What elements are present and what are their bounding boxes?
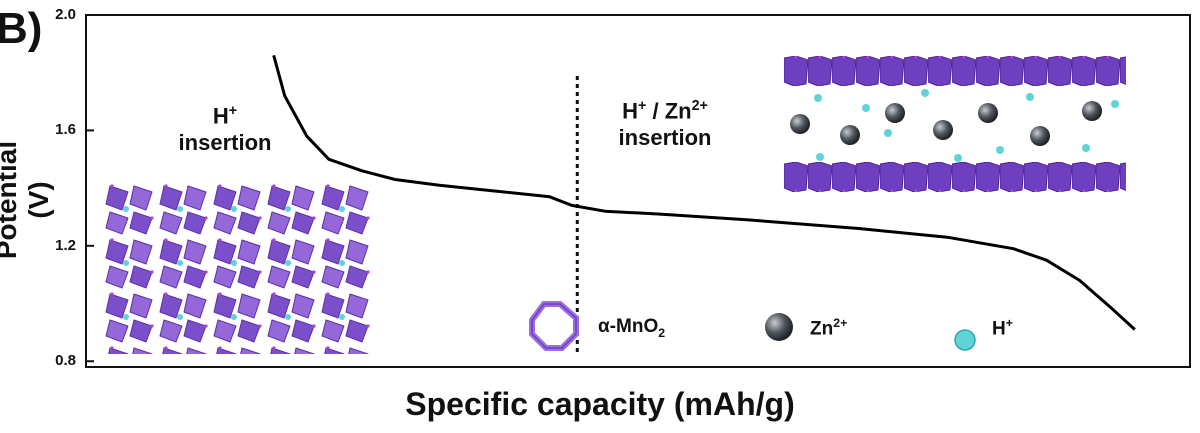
- h-ion-sphere: [996, 146, 1004, 154]
- zn-ion-legend-icon: [765, 313, 793, 341]
- h-insertion-label: H+ insertion: [150, 103, 300, 156]
- h-ion-sphere: [954, 154, 962, 162]
- h-ion-sphere: [1026, 93, 1034, 101]
- layered-structure-illustration: [784, 56, 1126, 192]
- h-ion-sphere: [1082, 144, 1090, 152]
- zn-ion-sphere: [885, 103, 905, 123]
- legend-h-text: H: [992, 318, 1006, 340]
- h-ion-sphere: [862, 104, 870, 112]
- y-tick-label: 1.6: [55, 121, 76, 139]
- h-ion-sphere: [921, 89, 929, 97]
- h-symbol: H: [212, 103, 229, 129]
- zn-ion-sphere: [933, 120, 953, 140]
- h-charge: +: [228, 103, 238, 119]
- legend-h-charge: +: [1005, 316, 1013, 330]
- y-axis-ticks: [86, 14, 94, 363]
- legend-h-ion: H+: [992, 316, 1013, 340]
- zn-ion-sphere: [1082, 101, 1102, 121]
- panel-label: B): [0, 4, 43, 53]
- alpha-mno2-legend-icon: [529, 301, 579, 351]
- h-ion-sphere: [814, 94, 822, 102]
- legend-zn-text: Zn: [810, 318, 834, 340]
- legend-zn-charge: 2+: [833, 316, 848, 330]
- h-charge: +: [637, 98, 647, 114]
- zn-symbol: Zn: [664, 98, 692, 124]
- x-axis-label: Specific capacity (mAh/g): [405, 386, 795, 422]
- zn-ion-sphere: [978, 103, 998, 123]
- plot-frame: [85, 14, 1191, 368]
- legend-alpha-mno2: α-MnO2: [598, 316, 665, 340]
- zn-ion-sphere: [790, 114, 810, 134]
- discharge-curve: [272, 55, 1136, 331]
- legend-zn-ion: Zn2+: [810, 316, 847, 340]
- alpha-mno2-structure-illustration: [104, 182, 374, 354]
- zn-ion-sphere: [840, 125, 860, 145]
- insertion-text: insertion: [618, 124, 712, 150]
- h-ion-sphere: [884, 129, 892, 137]
- legend-alpha-mno2-text: α-MnO: [598, 316, 659, 337]
- separator: /: [646, 98, 665, 124]
- insertion-text: insertion: [178, 129, 272, 155]
- h-symbol: H: [622, 98, 638, 124]
- y-tick-label: 2.0: [55, 6, 76, 23]
- legend-subscript: 2: [658, 325, 666, 340]
- h-ion-sphere: [1111, 100, 1119, 108]
- h-ion-sphere: [816, 153, 824, 161]
- zn-ion-sphere: [1030, 126, 1050, 146]
- y-tick-label: 0.8: [55, 352, 76, 370]
- zn-charge: 2+: [691, 98, 708, 114]
- h-ion-legend-icon: [954, 329, 976, 351]
- y-tick-label: 1.2: [55, 236, 76, 254]
- h-zn-insertion-label: H+ / Zn2+ insertion: [580, 98, 750, 151]
